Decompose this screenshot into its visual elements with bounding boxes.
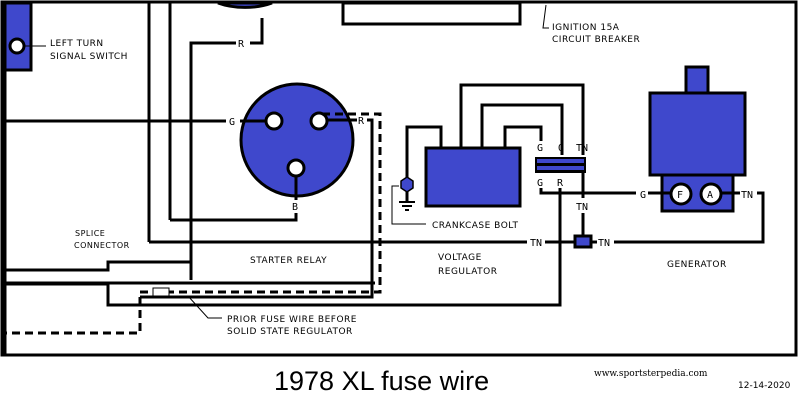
wire-r (250, 18, 264, 45)
connector-label-tn-top: TN (576, 143, 588, 154)
wire-r (140, 118, 374, 299)
fuse-note-1: PRIOR FUSE WIRE BEFORE (227, 315, 357, 325)
generator-label-g: G (640, 190, 646, 201)
relay-label-b: B (292, 202, 298, 213)
wire-r (189, 41, 236, 280)
splice-connector (573, 234, 593, 249)
left-turn-signal-switch (1, 1, 33, 72)
splice-label-2: CONNECTOR (74, 241, 130, 250)
connector-label-g-top: G (537, 143, 543, 154)
switch-terminal (8, 37, 26, 55)
crankcase-label: CRANKCASE BOLT (432, 221, 519, 231)
left-turn-label-2: SIGNAL SWITCH (50, 52, 128, 62)
relay-label-r: R (358, 116, 365, 127)
relay-label-g: G (229, 117, 235, 128)
breaker-label-1: IGNITION 15A (552, 23, 620, 33)
splice-label-tn-left: TN (530, 238, 542, 249)
relay-terminal-g (264, 111, 284, 131)
date: 12-14-2020 (738, 381, 791, 391)
regulator-label-1: VOLTAGE (438, 253, 482, 263)
leader-line (542, 4, 549, 29)
wire-b (170, 213, 298, 222)
leader-line (187, 295, 222, 319)
generator-pulley (684, 65, 710, 95)
connector-bar (537, 166, 584, 170)
crankcase-bolt (400, 176, 414, 193)
regulator-label-2: REGULATOR (438, 267, 498, 277)
connector-label-g-bottom: G (537, 178, 543, 189)
wire-label-r: R (238, 39, 245, 50)
generator-label: GENERATOR (667, 260, 727, 270)
generator (648, 91, 747, 177)
terminal-label-a: A (707, 190, 713, 201)
wire-tn (614, 191, 765, 244)
wire (480, 103, 564, 155)
connector-label-r: R (557, 178, 564, 189)
wire (405, 125, 443, 183)
starter-relay-label: STARTER RELAY (250, 256, 327, 266)
voltage-regulator (424, 146, 522, 208)
splice-label-tn-right: TN (598, 238, 610, 249)
ignition-switch (217, 1, 273, 9)
fuse-wire (152, 287, 170, 297)
left-turn-label-1: LEFT TURN (50, 39, 104, 49)
fuse-wire-path (3, 112, 382, 335)
terminal-label-f: F (677, 190, 683, 201)
connector-bar (537, 159, 584, 163)
ignition-circuit-breaker (341, 1, 522, 26)
splice-label-1: SPLICE (75, 229, 105, 238)
wire-g (539, 188, 636, 195)
leader-line (391, 185, 426, 225)
diagram-title: 1978 XL fuse wire (274, 366, 489, 396)
wire (459, 83, 585, 155)
generator-label-tn: TN (741, 190, 753, 201)
wire (503, 125, 543, 148)
wire (3, 260, 191, 272)
website: www.sportsterpedia.com (594, 369, 708, 379)
fuse-note-2: SOLID STATE REGULATOR (227, 327, 353, 337)
connector-label-o: O (558, 143, 564, 154)
wire-label-tn: TN (576, 202, 588, 213)
relay-terminal-b (286, 158, 306, 178)
breaker-label-2: CIRCUIT BREAKER (552, 35, 640, 45)
